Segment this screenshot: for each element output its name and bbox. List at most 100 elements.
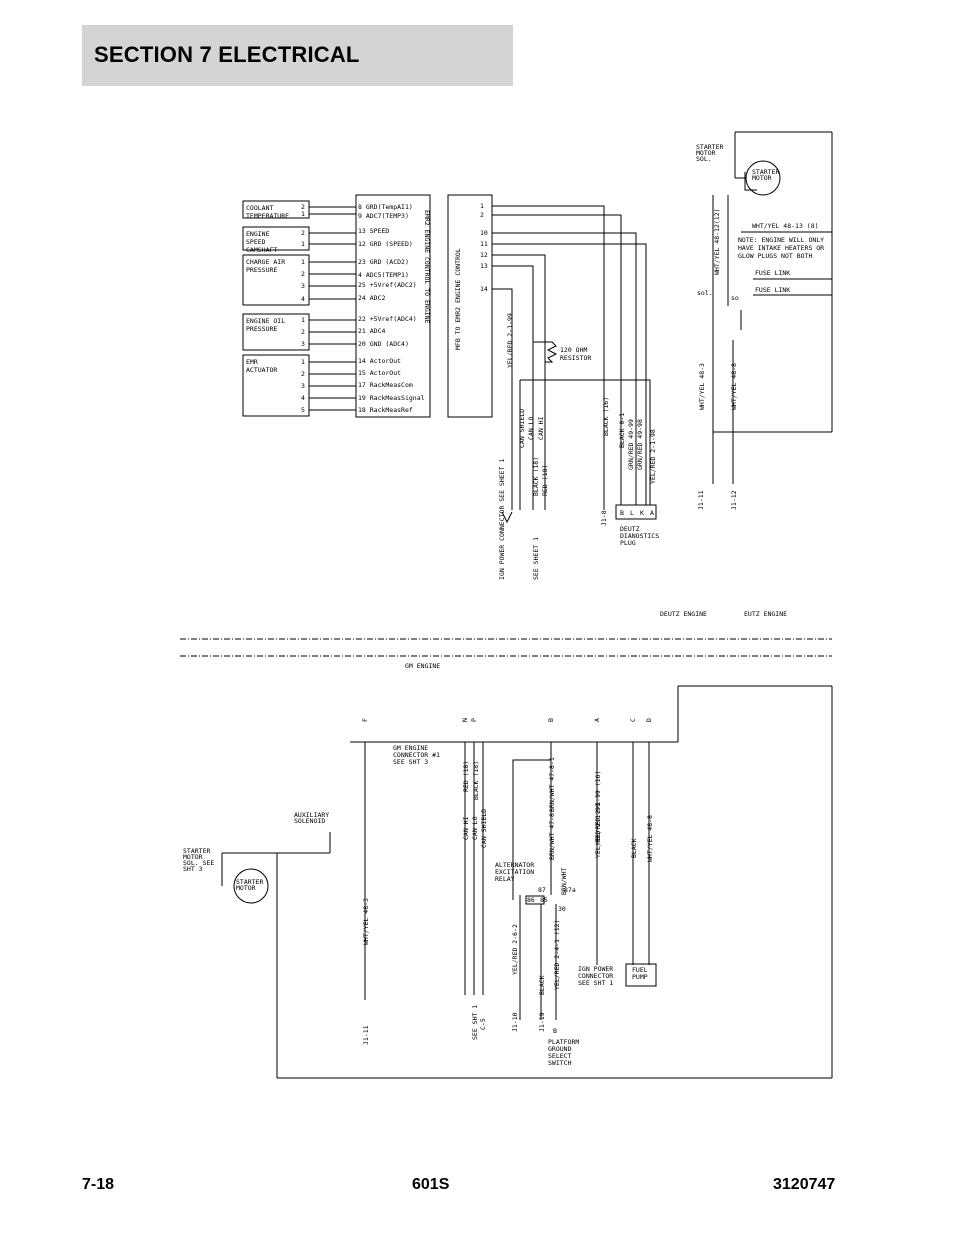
footer-model: 601S <box>412 1176 450 1193</box>
fuel-pump-label: PUMP <box>632 973 648 981</box>
starter-sol-label: MOTOR <box>183 853 203 861</box>
sensor-pin: 4 <box>301 295 305 303</box>
wire-label: BRN/WHT <box>560 868 568 895</box>
see-sheet-label: SEE SHEET 1 <box>532 537 540 580</box>
wire-label: WHT/YEL 48-8 <box>730 363 738 410</box>
sensor-label: COOLANT <box>246 204 273 212</box>
mfb-box <box>447 194 493 418</box>
sensor-pin: 3 <box>301 340 305 348</box>
j1-label: J1-12 <box>730 490 738 510</box>
emr2-pin-label: 12 GRD (SPEED) <box>358 240 413 248</box>
starter-sol-label: STARTER <box>183 847 210 855</box>
starter-motor-label: STARTER <box>236 878 263 886</box>
fuse-link-label: FUSE LINK <box>755 286 790 294</box>
sensor-pin: 3 <box>301 282 305 290</box>
wire-label: GRN/RED 49-98 <box>636 419 644 470</box>
emr2-pin-label: 4 ADC5(TEMP1) <box>358 271 409 279</box>
sensor-pin: 1 <box>301 316 305 324</box>
emr2-pin-label: 19 RackMeasSignal <box>358 394 425 402</box>
wire-label: BLACK <box>630 838 638 858</box>
sensor-pin: 3 <box>301 382 305 390</box>
sensor-box-coolant <box>242 200 310 219</box>
wire-label: WHT/YEL 48-13 (8) <box>752 222 819 230</box>
connector-letter: C <box>629 718 637 722</box>
ign-power-label: SEE SHT 1 <box>578 979 613 987</box>
note-text: GLOW PLUGS NOT BOTH <box>738 252 812 260</box>
relay-pin: 87 <box>538 886 546 894</box>
emr2-pin-label: 8 GRD(TempAI1) <box>358 203 413 211</box>
sensor-pin: 4 <box>301 394 305 402</box>
wire-label: GRN/RED 49-99 <box>627 419 635 470</box>
so-label: so <box>731 294 739 302</box>
emr2-pin-label: 14 ActorOut <box>358 357 401 365</box>
mfb-pin: 10 <box>480 229 488 237</box>
ign-power-label: IGN POWER CONNECTOR SEE SHEET 1 <box>498 459 506 580</box>
emr2-pin-label: 24 ADC2 <box>358 294 385 302</box>
wire-label: CAN LO <box>471 816 479 840</box>
starter-motor-label: MOTOR <box>752 174 772 182</box>
wire-label: CAN HI <box>462 816 470 840</box>
j1-label: J1-11 <box>697 490 705 510</box>
relay-pin: 86 <box>527 896 535 904</box>
deutz-plug-label: PLUG <box>620 539 636 547</box>
sol-label: sol. <box>697 289 713 297</box>
note-text: HAVE INTAKE HEATERS OR <box>738 244 824 252</box>
relay-pin: 30 <box>558 905 566 913</box>
mfb-pin: 12 <box>480 251 488 259</box>
footer-doc-number: 3120747 <box>773 1176 836 1193</box>
starter-sol-label: SOL. <box>696 155 712 163</box>
starter-sol-label: MOTOR <box>696 149 716 157</box>
wire-label: BLACK 0-1 <box>618 413 626 448</box>
mfb-pin: 11 <box>480 240 488 248</box>
deutz-plug-pin: B <box>620 509 624 517</box>
starter-sol-label: SHT 3 <box>183 865 203 873</box>
wire-label: YEL/RED 2-1-99 <box>506 313 514 368</box>
alt-relay-label: RELAY <box>495 875 515 883</box>
emr2-pin-label: 23 GRD (ACD2) <box>358 258 409 266</box>
note-text: NOTE: ENGINE WILL ONLY <box>738 236 824 244</box>
wire-label: BLACK (18) <box>472 761 480 800</box>
starter-motor-label: MOTOR <box>236 884 256 892</box>
emr2-pin-label: 15 ActorOut <box>358 369 401 377</box>
sensor-label: TEMPERATURE <box>246 212 289 220</box>
wire-label: BLACK (16) <box>602 397 610 436</box>
sensor-pin: 2 <box>301 370 305 378</box>
gm-engine-label: GM ENGINE <box>405 662 440 670</box>
b-label: B <box>553 1027 557 1035</box>
wire-label: WHT/YEL 48-12(12) <box>713 208 721 275</box>
emr2-title: EMR2 ENGINE CONTROL TO ENGINE <box>423 210 431 324</box>
connector-letter: P <box>470 718 478 722</box>
wire-label: YEL/RED 2-4-1 (12) <box>553 920 561 990</box>
wire-label: CAN LO <box>527 416 535 440</box>
connector-letter: A <box>593 718 601 722</box>
wire-label: BLACK (18) <box>532 457 540 496</box>
sensor-label: ENGINE OIL <box>246 317 285 325</box>
wire-label: BRN/WHT 47-8-1 <box>548 757 556 812</box>
emr2-pin-label: 21 ADC4 <box>358 327 385 335</box>
sensor-box-charge-air <box>242 254 310 306</box>
gm-connector-label: CONNECTOR #1 <box>393 751 440 759</box>
connector-letter: B <box>547 718 555 722</box>
sensor-pin: 1 <box>301 240 305 248</box>
sensor-label: PRESSURE <box>246 325 277 333</box>
sensor-pin: 2 <box>301 203 305 211</box>
deutz-plug-pin: L <box>630 509 634 517</box>
wire-label: RED (18) <box>541 465 549 496</box>
deutz-plug-label: DIANOSTICS <box>620 532 659 540</box>
fuse-link-label: FUSE LINK <box>755 269 790 277</box>
eutz-engine-label: EUTZ ENGINE <box>744 610 787 618</box>
emr2-pin-label: 9 ADC7(TEMP3) <box>358 212 409 220</box>
emr2-pin-label: 13 SPEED <box>358 227 389 235</box>
deutz-engine-label: DEUTZ ENGINE <box>660 610 707 618</box>
j1-label: J1-8 <box>600 510 608 526</box>
sensor-pin: 5 <box>301 406 305 414</box>
sensor-label: PRESSURE <box>246 266 277 274</box>
platform-switch-label: PLATFORM <box>548 1038 579 1046</box>
starter-motor-bottom <box>233 868 269 904</box>
aux-solenoid-label: SOLENOID <box>294 817 325 825</box>
j1-label: J1-11 <box>362 1025 370 1045</box>
c5-label: C-5 <box>479 1018 487 1030</box>
sensor-pin: 2 <box>301 270 305 278</box>
wire-label: YEL/RED 2-6-2 <box>511 924 519 975</box>
sensor-label: SPEED <box>246 238 266 246</box>
